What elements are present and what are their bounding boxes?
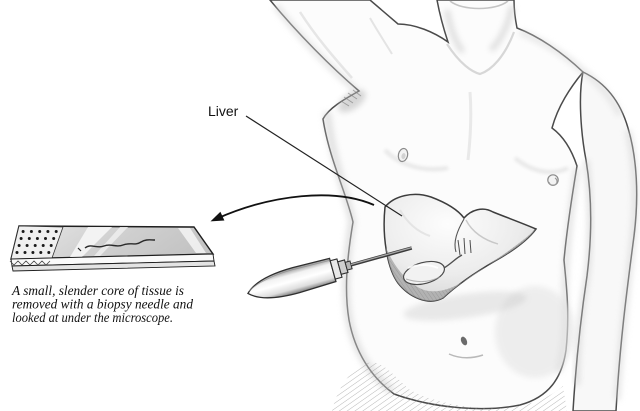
slide-reflection-narrow bbox=[94, 227, 128, 256]
caption-line-3: looked at under the microscope. bbox=[12, 310, 173, 325]
microscope-slide bbox=[9, 225, 216, 272]
biopsy-needle bbox=[247, 246, 413, 299]
handle-edge-line bbox=[248, 259, 331, 292]
patient-torso bbox=[269, 0, 639, 411]
left-arm bbox=[572, 70, 638, 411]
gallbladder bbox=[402, 260, 446, 286]
left-nipple bbox=[547, 174, 559, 186]
syringe-handle bbox=[247, 257, 337, 299]
liver-fissure bbox=[454, 218, 465, 253]
waist-hatching bbox=[332, 362, 567, 411]
slide-reflection-right bbox=[178, 228, 206, 253]
torn-edge-zigzag bbox=[9, 260, 51, 266]
armpit-hatching bbox=[340, 89, 362, 107]
caption-line-2: removed with a biopsy needle and bbox=[12, 297, 193, 312]
caption-line-1: A small, slender core of tissue is bbox=[11, 283, 184, 298]
liver-leader-line bbox=[245, 115, 403, 217]
porta-hepatis-vessels bbox=[443, 237, 472, 269]
tissue-core-sample bbox=[77, 239, 156, 252]
needle-shaft-highlight bbox=[350, 247, 412, 266]
slide-bottom-edge bbox=[11, 260, 216, 272]
right-nipple bbox=[397, 147, 409, 163]
liver-lobe-crease bbox=[465, 219, 499, 245]
arrow-to-slide bbox=[210, 194, 375, 222]
liver-illustration bbox=[383, 193, 538, 302]
arrowhead bbox=[210, 211, 225, 222]
liver-label: Liver bbox=[208, 103, 239, 119]
body-shading bbox=[273, 0, 639, 401]
navel bbox=[448, 336, 484, 359]
liver-dome-highlight bbox=[399, 209, 431, 237]
caption-text: A small, slender core of tissue is remov… bbox=[11, 283, 193, 325]
slide-reflection-wide bbox=[70, 227, 112, 257]
frosted-area-dots bbox=[15, 230, 58, 254]
needle-base bbox=[344, 260, 353, 271]
